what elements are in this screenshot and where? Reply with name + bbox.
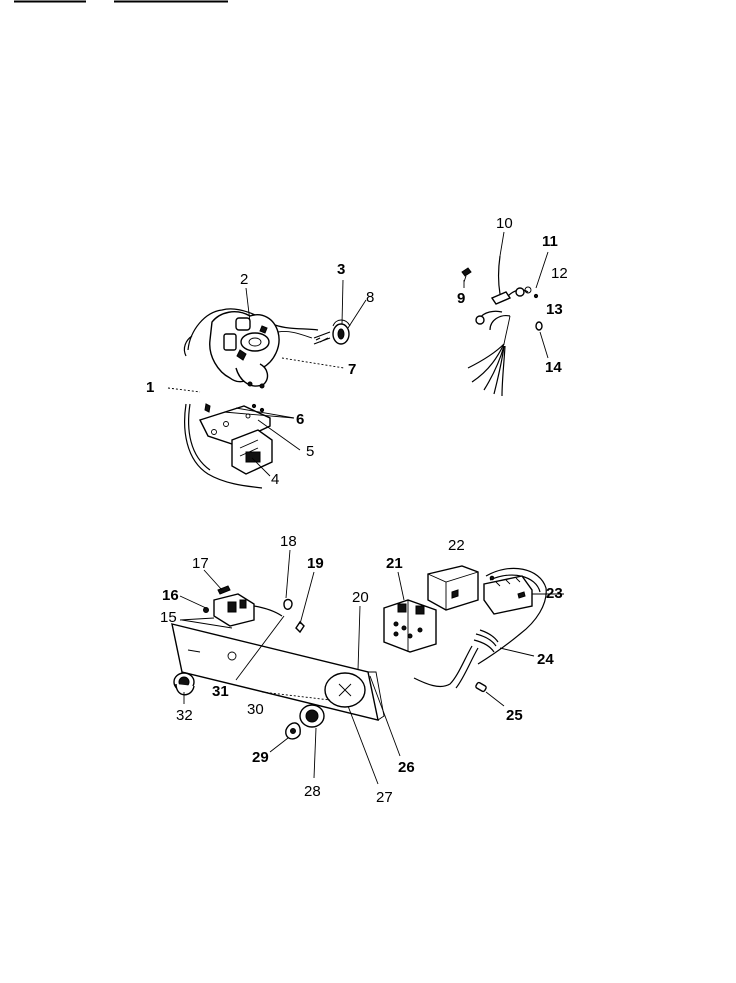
callout-27: 27	[376, 789, 393, 806]
callout-7: 7	[348, 361, 356, 378]
callout-21: 21	[386, 555, 403, 572]
leader-lines	[167, 231, 564, 785]
callout-12: 12	[551, 265, 568, 282]
callout-labels: 1 2 3 4 5 6 7 8 9 10 11 12 13 14 15 16 1…	[146, 215, 568, 806]
callout-5: 5	[306, 443, 314, 460]
wiring-harness	[461, 255, 543, 397]
callout-26: 26	[398, 759, 415, 776]
callout-11: 11	[542, 233, 558, 250]
callout-6: 6	[296, 411, 304, 428]
callout-15: 15	[160, 609, 177, 626]
mounting-bracket	[184, 403, 273, 489]
water-valve-assembly	[183, 308, 319, 389]
callout-14: 14	[545, 359, 562, 376]
callout-24: 24	[537, 651, 554, 668]
callout-22: 22	[448, 537, 465, 554]
callout-8: 8	[366, 289, 374, 306]
callout-28: 28	[304, 783, 321, 800]
callout-23: 23	[546, 585, 563, 602]
callout-29: 29	[252, 749, 269, 766]
callout-30: 30	[247, 701, 264, 718]
control-console	[171, 565, 547, 740]
callout-31: 31	[212, 683, 229, 700]
callout-2: 2	[240, 271, 248, 288]
callout-9: 9	[457, 290, 465, 307]
callout-32: 32	[176, 707, 193, 724]
callout-3: 3	[337, 261, 345, 278]
callout-1: 1	[146, 379, 154, 396]
callout-4: 4	[271, 471, 279, 488]
callout-18: 18	[280, 533, 297, 550]
callout-17: 17	[192, 555, 209, 572]
callout-10: 10	[496, 215, 513, 232]
callout-19: 19	[307, 555, 324, 572]
callout-13: 13	[546, 301, 563, 318]
inlet-fitting	[313, 319, 351, 345]
callout-20: 20	[352, 589, 369, 606]
callout-16: 16	[162, 587, 179, 604]
callout-25: 25	[506, 707, 523, 724]
